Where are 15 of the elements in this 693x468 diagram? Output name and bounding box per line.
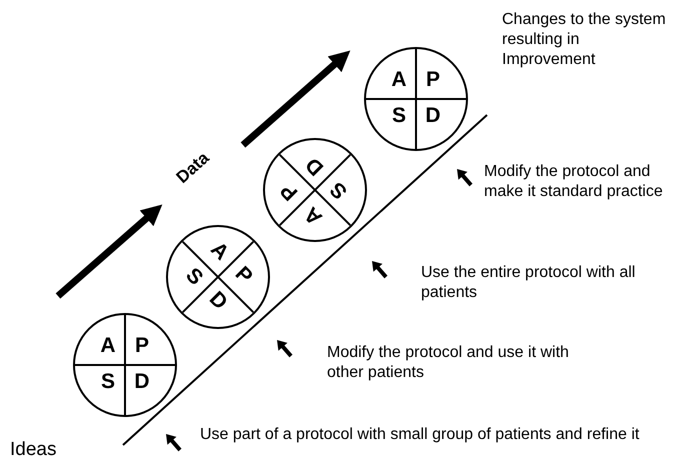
cycle-step-letter: S (100, 371, 116, 393)
cycle-step-letter: D (133, 371, 151, 393)
annotation-text: Use the entire protocol with all patients (421, 263, 636, 303)
annotation-text: Ideas (10, 440, 58, 460)
cycle-step-letter: P (134, 335, 150, 357)
annotation-text: Modify the protocol and use it with other patients (327, 343, 570, 383)
annotation-text: Modify the protocol and make it standard practice (484, 162, 664, 202)
annotation-text: Use part of a protocol with small group of patients and refine it (200, 425, 640, 445)
cycle-step-letter: P (424, 69, 441, 91)
cycle-step-letter: A (99, 335, 117, 357)
cycle-step-letter: S (390, 105, 407, 127)
annotation-text: Changes to the system resulting in Improvement (502, 10, 667, 70)
cycle-step-letter: A (390, 69, 408, 91)
cycle-step-letter: D (424, 105, 442, 127)
axis-label: Data (172, 147, 214, 190)
